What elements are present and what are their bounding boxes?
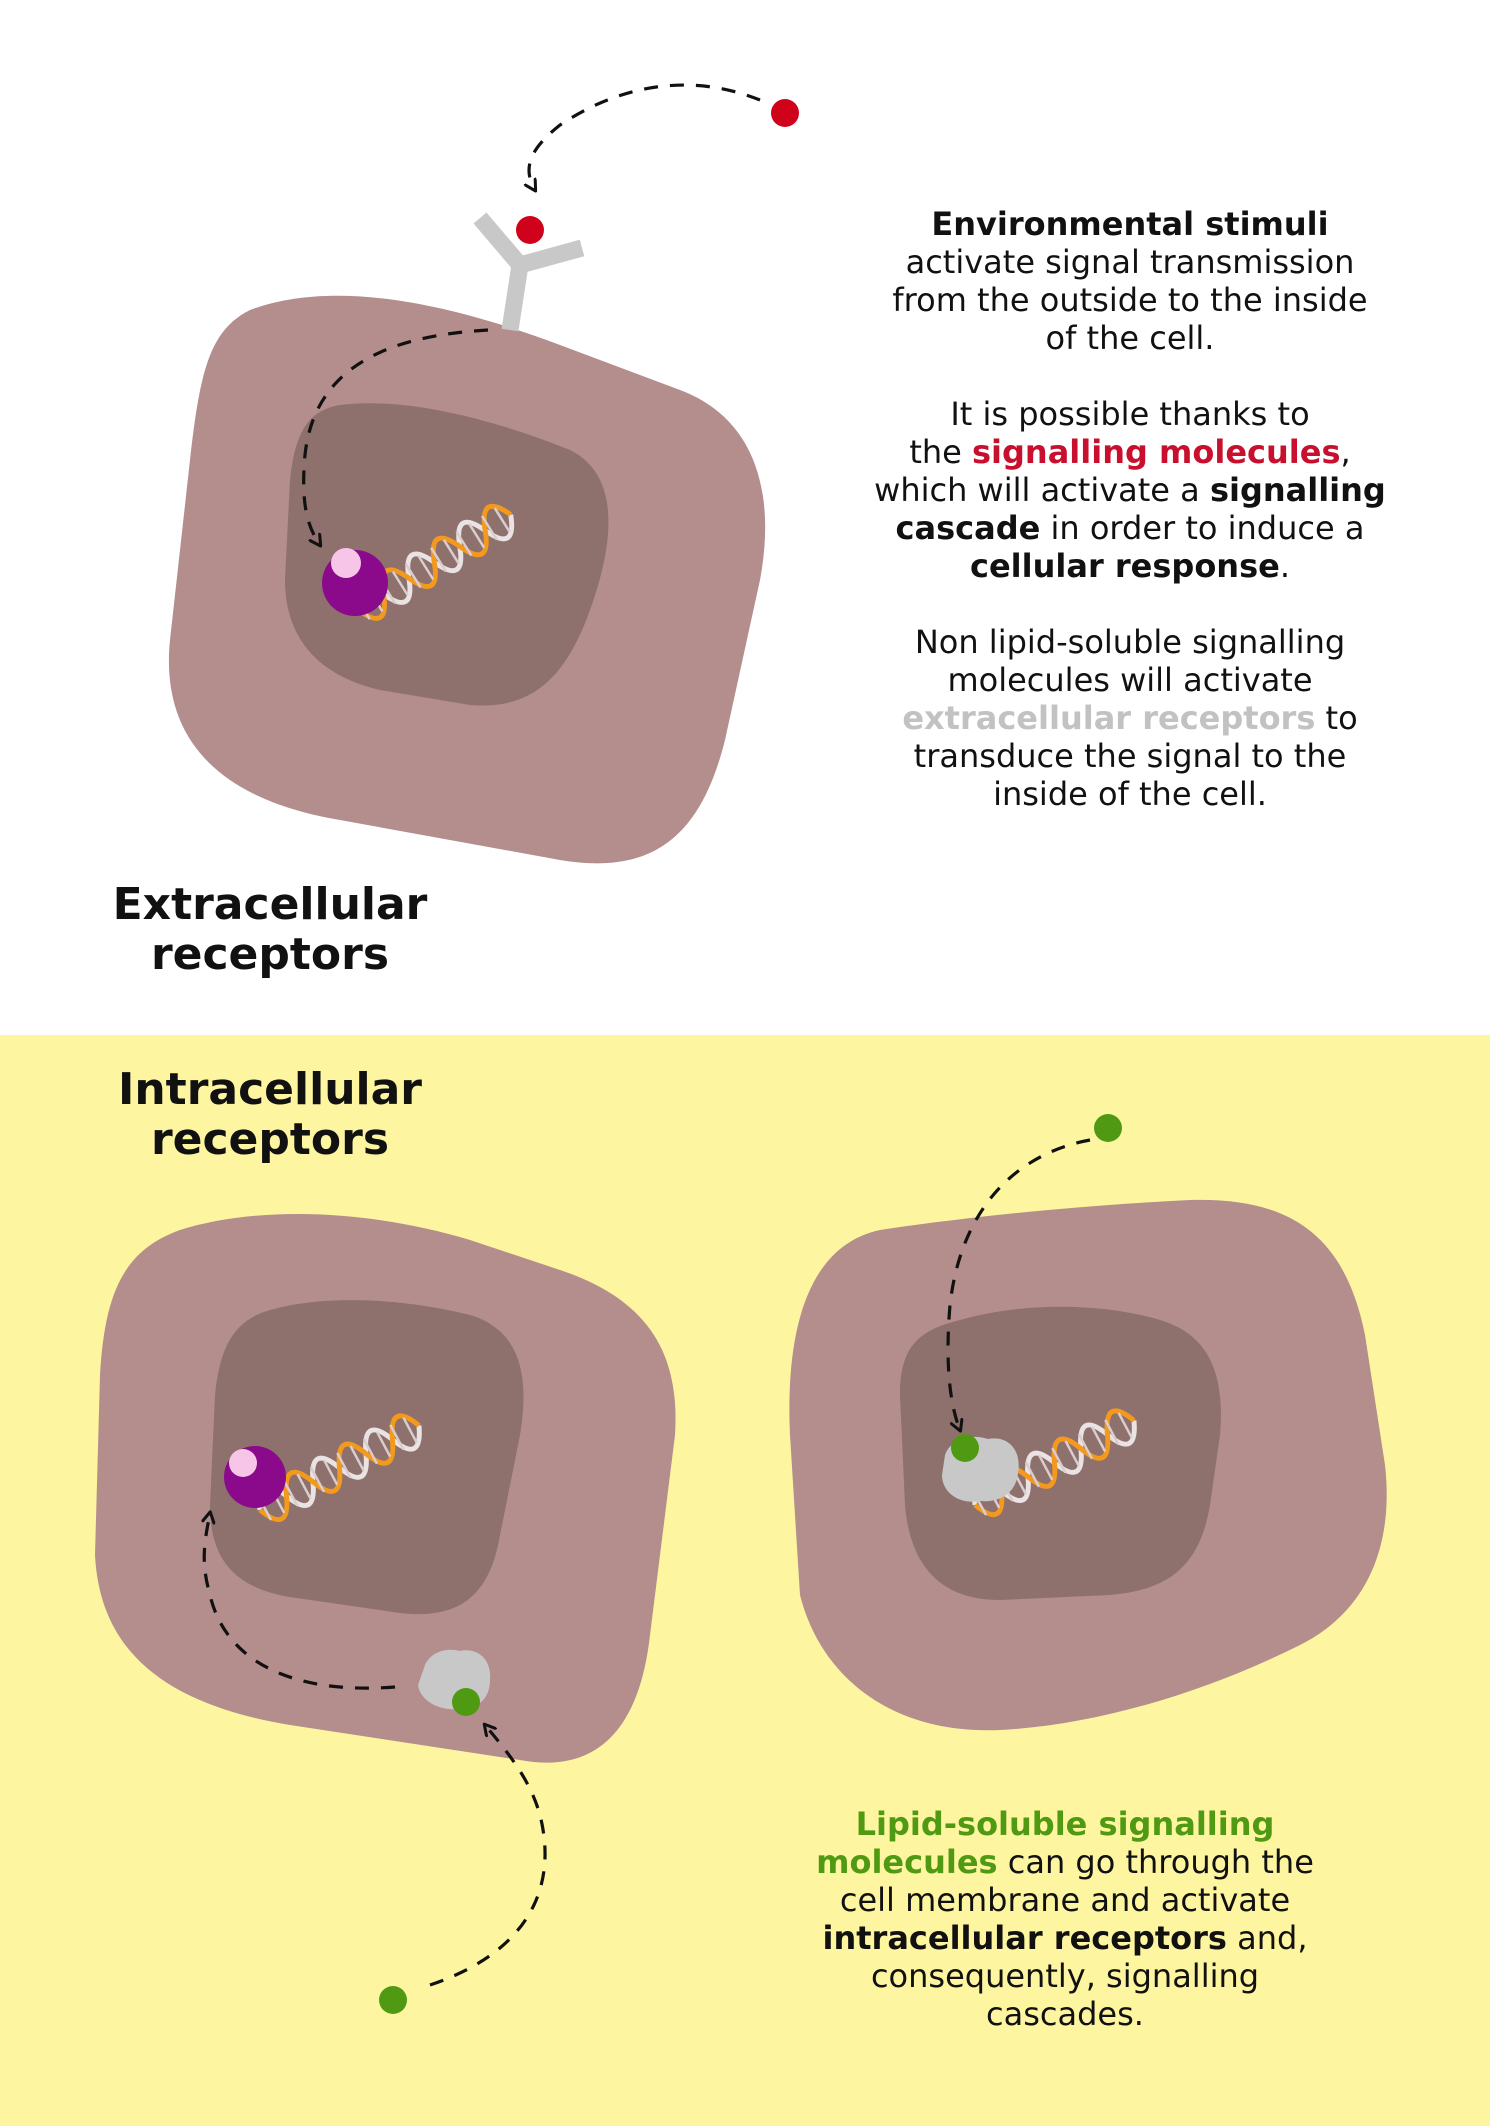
text-fragment: the: [909, 433, 972, 471]
text-fragment: which will activate a: [874, 471, 1210, 509]
text-line: cascades.: [986, 1995, 1144, 2033]
text-line: inside of the cell.: [993, 775, 1267, 813]
heading-extracellular-line1: Extracellular: [112, 879, 428, 930]
arrow-into-left-cell: [429, 1725, 547, 1987]
text-fragment: can go through the: [997, 1843, 1314, 1881]
paragraph-non-lipid-soluble: Non lipid-soluble signalling molecules w…: [800, 623, 1460, 813]
text-lipid-soluble: Lipid-soluble signalling: [855, 1805, 1275, 1843]
extracellular-diagram: [168, 83, 799, 864]
pink-cofactor: [331, 548, 361, 578]
text-line: Non lipid-soluble signalling: [914, 623, 1346, 661]
arrow-molecule-to-receptor: [529, 83, 761, 190]
nucleus: [285, 403, 609, 706]
left-green-molecule: [379, 1986, 407, 2014]
text-signalling-molecules: signalling molecules: [972, 433, 1341, 471]
text-fragment: to: [1315, 699, 1358, 737]
text-molecules: molecules: [816, 1843, 998, 1881]
heading-extracellular: Extracellular receptors: [80, 880, 460, 980]
heading-intracellular-line2: receptors: [150, 1114, 390, 1165]
red-signalling-molecule-bound: [516, 216, 544, 244]
text-cellular-response: cellular response: [970, 547, 1280, 585]
right-green-molecule: [1094, 1114, 1122, 1142]
arrow-receptor-to-dna: [302, 328, 489, 545]
heading-intracellular-line1: Intracellular: [117, 1064, 422, 1115]
paragraph-lipid-soluble: Lipid-soluble signalling molecules can g…: [735, 1805, 1395, 2033]
paragraph-environmental-stimuli: Environmental stimuli activate signal tr…: [800, 205, 1460, 357]
left-pink-cofactor: [229, 1449, 257, 1477]
arrow-into-right-cell: [946, 1138, 1091, 1430]
text-fragment: ,: [1340, 433, 1351, 471]
left-green-molecule-bound: [452, 1688, 480, 1716]
text-extracellular-receptors: extracellular receptors: [902, 699, 1316, 737]
text-line: activate signal transmission: [905, 243, 1355, 281]
red-signalling-molecule: [771, 99, 799, 127]
text-cascade: cascade: [895, 509, 1041, 547]
text-line: molecules will activate: [947, 661, 1313, 699]
text-line: of the cell.: [1045, 319, 1215, 357]
extracellular-receptor: [473, 212, 585, 332]
extracellular-section: Extracellular receptors Environmental st…: [0, 0, 1490, 1035]
heading-intracellular: Intracellular receptors: [80, 1065, 460, 1165]
text-intracellular-receptors: intracellular receptors: [822, 1919, 1227, 1957]
heading-extracellular-line2: receptors: [150, 929, 390, 980]
text-line: from the outside to the inside: [892, 281, 1368, 319]
text-line: cell membrane and activate: [839, 1881, 1291, 1919]
right-green-molecule-bound: [951, 1434, 979, 1462]
text-fragment: and,: [1226, 1919, 1308, 1957]
text-fragment: in order to induce a: [1040, 509, 1365, 547]
text-line: consequently, signalling: [870, 1957, 1260, 1995]
intracellular-diagram: [95, 1114, 1387, 2014]
text-environmental-stimuli: Environmental stimuli: [931, 205, 1329, 243]
right-nucleus: [900, 1306, 1221, 1600]
text-line: transduce the signal to the: [913, 737, 1347, 775]
text-signalling: signalling: [1209, 471, 1386, 509]
intracellular-section: Intracellular receptors Lipid-soluble si…: [0, 1035, 1490, 2126]
paragraph-signalling-molecules: It is possible thanks to the signalling …: [800, 395, 1460, 585]
text-fragment: .: [1279, 547, 1290, 585]
text-line: It is possible thanks to: [950, 395, 1310, 433]
